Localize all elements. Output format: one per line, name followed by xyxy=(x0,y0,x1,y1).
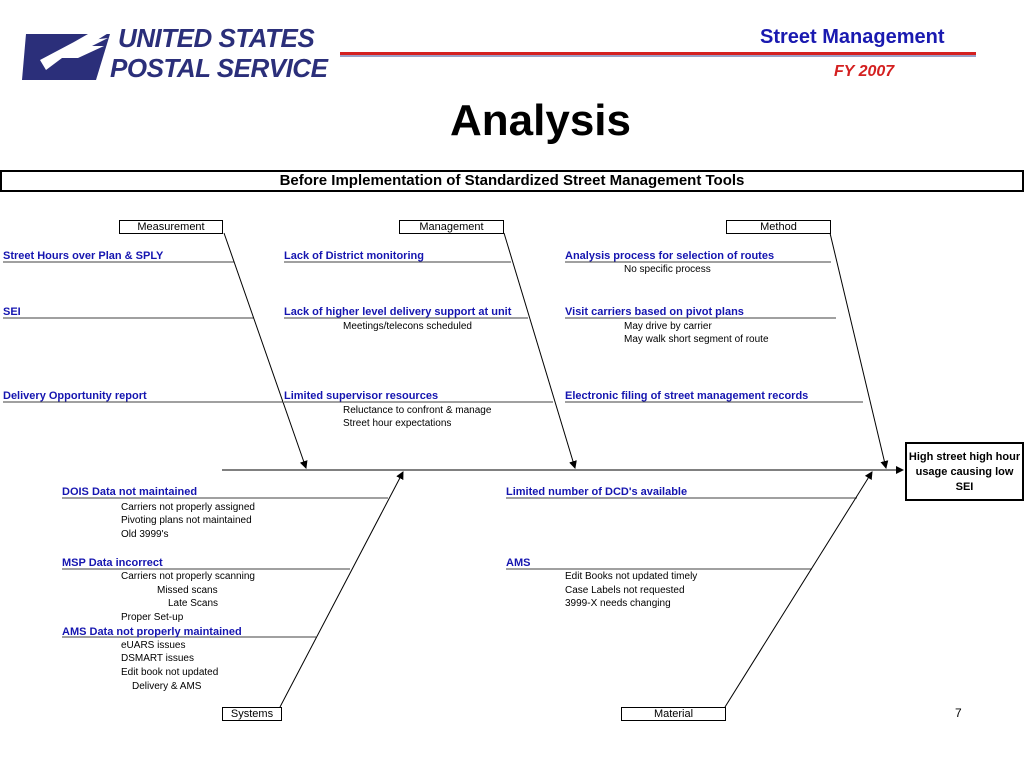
sub-3999x: 3999-X needs changing xyxy=(565,598,671,609)
sub-old-3999s: Old 3999's xyxy=(121,529,169,540)
eagle-icon xyxy=(22,32,110,80)
sub-euars-issues: eUARS issues xyxy=(121,640,186,651)
sub-edit-books: Edit Books not updated timely xyxy=(565,571,698,582)
bone-material xyxy=(724,471,873,708)
sub-not-scanning: Carriers not properly scanning xyxy=(121,571,255,582)
category-method: Method xyxy=(726,220,831,234)
sub-missed-scans: Missed scans xyxy=(157,585,218,596)
cause-dcd-limited: Limited number of DCD's available xyxy=(506,486,688,498)
cause-district-monitoring: Lack of District monitoring xyxy=(284,250,424,262)
banner: Before Implementation of Standardized St… xyxy=(0,170,1024,192)
cause-delivery-opportunity: Delivery Opportunity report xyxy=(3,390,147,402)
bone-systems xyxy=(279,471,404,708)
category-measurement: Measurement xyxy=(119,220,223,234)
sub-street-hour-expectations: Street hour expectations xyxy=(343,418,452,429)
fiscal-year: FY 2007 xyxy=(834,63,895,80)
page-number: 7 xyxy=(955,706,962,720)
cause-street-hours: Street Hours over Plan & SPLY xyxy=(3,250,164,262)
sub-delivery-ams: Delivery & AMS xyxy=(132,681,202,692)
cause-dois-data: DOIS Data not maintained xyxy=(62,486,198,498)
bone-measurement xyxy=(223,232,308,469)
category-systems: Systems xyxy=(222,707,282,721)
cause-visit-carriers: Visit carriers based on pivot plans xyxy=(565,306,744,318)
bone-management xyxy=(503,232,577,469)
sub-late-scans: Late Scans xyxy=(168,598,219,609)
sub-case-labels: Case Labels not requested xyxy=(565,585,685,596)
header-title: Street Management xyxy=(760,26,945,48)
sub-carriers-not-assigned: Carriers not properly assigned xyxy=(121,502,255,513)
category-material: Material xyxy=(621,707,726,721)
page-title: Analysis xyxy=(450,96,631,145)
sub-reluctance: Reluctance to confront & manage xyxy=(343,405,492,416)
cause-ams-data: AMS Data not properly maintained xyxy=(62,626,242,638)
cause-sei: SEI xyxy=(3,306,21,318)
bone-method xyxy=(829,232,889,469)
cause-electronic-filing: Electronic filing of street management r… xyxy=(565,390,809,402)
cause-supervisor-resources: Limited supervisor resources xyxy=(284,390,439,402)
sub-walk-short-segment: May walk short segment of route xyxy=(624,334,769,345)
sub-dsmart-issues: DSMART issues xyxy=(121,653,194,664)
sub-proper-setup: Proper Set-up xyxy=(121,612,184,623)
logo-line-2: POSTAL SERVICE xyxy=(110,53,328,83)
category-management: Management xyxy=(399,220,504,234)
cause-msp-data: MSP Data incorrect xyxy=(62,557,163,569)
sub-no-specific-process: No specific process xyxy=(624,264,711,275)
sub-drive-by-carrier: May drive by carrier xyxy=(624,321,712,332)
cause-analysis-process: Analysis process for selection of routes xyxy=(565,250,775,262)
usps-logo: UNITED STATES POSTAL SERVICE xyxy=(22,22,338,84)
header-rule xyxy=(340,52,976,55)
sub-pivoting-plans: Pivoting plans not maintained xyxy=(121,515,252,526)
cause-ams: AMS xyxy=(506,557,531,569)
header-rule-shadow xyxy=(340,55,976,57)
effect-box: High street high hour usage causing low … xyxy=(905,442,1024,501)
sub-edit-book: Edit book not updated xyxy=(121,667,219,678)
logo-line-1: UNITED STATES xyxy=(118,23,315,53)
cause-delivery-support: Lack of higher level delivery support at… xyxy=(284,306,512,318)
sub-meetings: Meetings/telecons scheduled xyxy=(343,321,472,332)
